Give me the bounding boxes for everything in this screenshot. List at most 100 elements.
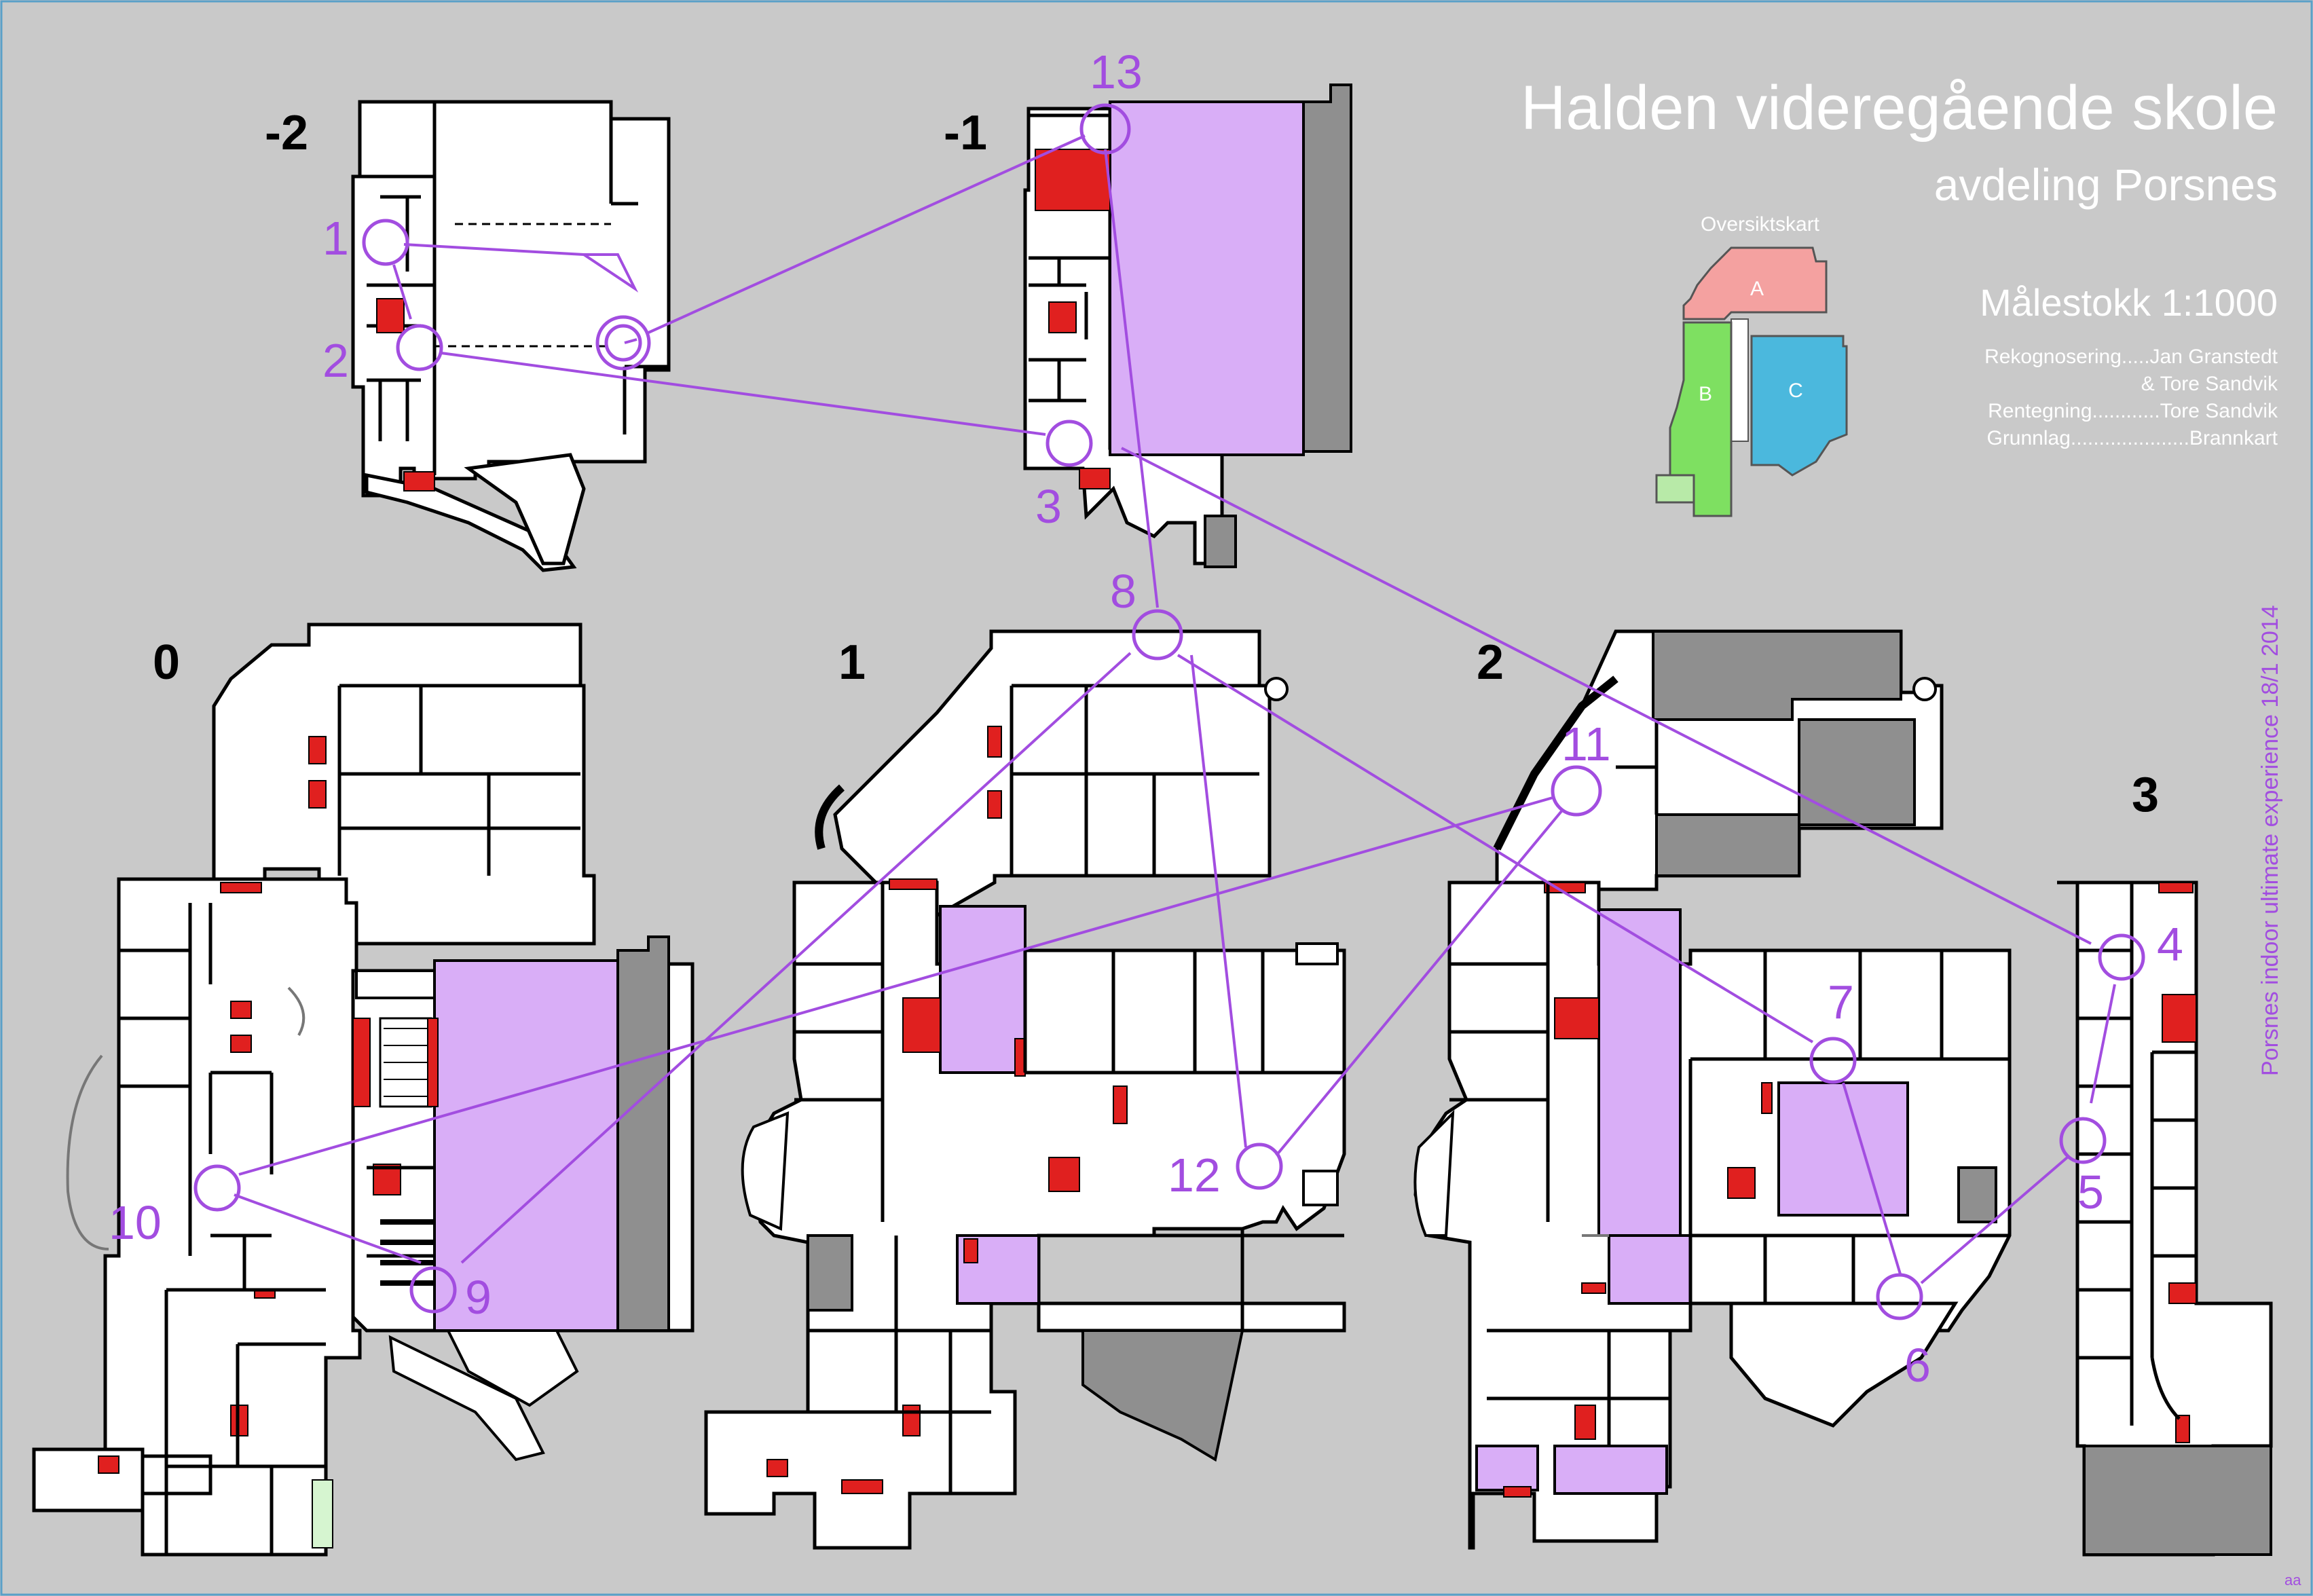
floor-labels: -2 -1 0 1 2 3	[153, 106, 2159, 822]
control-circle-1	[362, 219, 409, 266]
floor-1-plan	[704, 629, 1346, 1550]
stairs	[1079, 468, 1111, 489]
stairs	[352, 1018, 371, 1107]
stairs	[1113, 1085, 1128, 1124]
stairs	[902, 997, 941, 1053]
stairs	[1581, 1282, 1606, 1294]
stairs	[766, 1459, 788, 1477]
overview-label-c: C	[1788, 379, 1803, 402]
courtyard	[1777, 1081, 1909, 1217]
control-numbers: 1 2 3 4 5 6 7 8 9 10 11 12 13	[109, 45, 2183, 1392]
technical-room	[1655, 813, 1800, 877]
annex	[141, 1454, 212, 1496]
control-circle-11	[1551, 765, 1602, 817]
stairs	[1048, 1157, 1080, 1192]
floor-label-0: 0	[153, 635, 180, 690]
stairs	[308, 736, 327, 764]
floor-3-plan	[2057, 880, 2273, 1557]
stairs	[1048, 301, 1077, 333]
stairs	[403, 471, 435, 491]
stairs	[889, 878, 938, 890]
sports-hall	[1608, 1234, 1692, 1305]
credits-block: Rekognosering.....Jan Granstedt & Tore S…	[1984, 346, 2278, 449]
control-circle-8	[1132, 609, 1183, 661]
floor-0-plan	[32, 623, 695, 1557]
stairs	[1761, 1082, 1773, 1114]
map-title: Halden videregående skole	[1521, 73, 2278, 143]
stairs	[2175, 1415, 2190, 1443]
credit-base: Grunnlag.....................Brannkart	[1986, 427, 2278, 449]
stairs	[987, 726, 1002, 758]
credit-drawing: Rentegning............Tore Sandvik	[1988, 400, 2278, 422]
stairs	[1503, 1486, 1532, 1498]
control-circles	[193, 103, 2145, 1320]
control-circle-5	[2059, 1117, 2107, 1164]
technical-room	[616, 935, 670, 1332]
stairs	[308, 780, 327, 809]
floor-label-1: 1	[838, 635, 866, 690]
control-circle-7	[1809, 1037, 1857, 1084]
overview-building-c	[1750, 335, 1848, 477]
floor-label-minus-1: -1	[944, 106, 987, 160]
floor-label-minus-2: -2	[265, 106, 308, 160]
control-number-10: 10	[109, 1196, 162, 1249]
technical-room	[1957, 1166, 1997, 1223]
control-number-9: 9	[465, 1271, 492, 1324]
floor-label-3: 3	[2132, 768, 2159, 822]
control-number-8: 8	[1110, 565, 1136, 618]
map-subtitle: avdeling Porsnes	[1934, 160, 2278, 210]
course-route	[234, 134, 2116, 1284]
technical-room	[2083, 1445, 2272, 1556]
floor-2-plan	[1413, 629, 2012, 1550]
stairs	[2168, 1282, 2197, 1304]
start-triangle	[579, 253, 639, 293]
control-number-7: 7	[1828, 976, 1854, 1028]
stairs	[427, 1018, 439, 1107]
control-number-5: 5	[2077, 1166, 2104, 1219]
floor-minus-1-plan	[1023, 83, 1352, 568]
stairs	[987, 790, 1002, 819]
stairs	[230, 1035, 252, 1053]
stairs	[1035, 149, 1111, 211]
stairs	[230, 1001, 252, 1019]
stairs	[1554, 997, 1599, 1039]
credit-recon: Rekognosering.....Jan Granstedt	[1984, 346, 2278, 368]
overview-building-a	[1682, 246, 1828, 320]
technical-room	[1302, 83, 1352, 453]
floor-label-2: 2	[1477, 635, 1504, 690]
map-scale: Målestokk 1:1000	[1980, 281, 2278, 324]
sports-hall	[1597, 908, 1682, 1237]
stairs	[963, 1238, 978, 1263]
sports-hall	[939, 905, 1026, 1074]
control-circle-9	[409, 1266, 457, 1314]
start-ring	[595, 315, 651, 371]
stairs	[1727, 1167, 1756, 1199]
technical-room	[1798, 718, 1916, 826]
overview-label-a: A	[1750, 278, 1764, 300]
stairs	[98, 1455, 119, 1474]
control-number-12: 12	[1168, 1149, 1221, 1202]
technical-room	[1204, 515, 1237, 568]
overview-label-b: B	[1699, 383, 1712, 405]
control-number-6: 6	[1904, 1339, 1931, 1392]
control-circle-10	[193, 1164, 241, 1212]
control-number-4: 4	[2157, 918, 2183, 971]
stairs	[2162, 994, 2197, 1043]
control-number-1: 1	[322, 212, 349, 265]
stairs	[376, 298, 405, 333]
control-circle-3	[1046, 420, 1093, 467]
overview-map: Oversiktskart A B C	[1655, 213, 1848, 517]
corner-mark: aa	[2284, 1572, 2301, 1589]
credit-recon-2: & Tore Sandvik	[2141, 373, 2278, 395]
stairs	[1574, 1405, 1596, 1440]
overview-building-b-annex	[1655, 474, 1695, 504]
control-circle-2	[396, 324, 443, 371]
control-number-13: 13	[1090, 45, 1143, 98]
annex	[32, 1447, 145, 1513]
control-number-3: 3	[1035, 480, 1062, 533]
control-circle-13	[1079, 103, 1131, 155]
sports-hall	[1475, 1445, 1539, 1491]
stairs	[2158, 882, 2194, 893]
control-circle-4	[2098, 933, 2145, 981]
